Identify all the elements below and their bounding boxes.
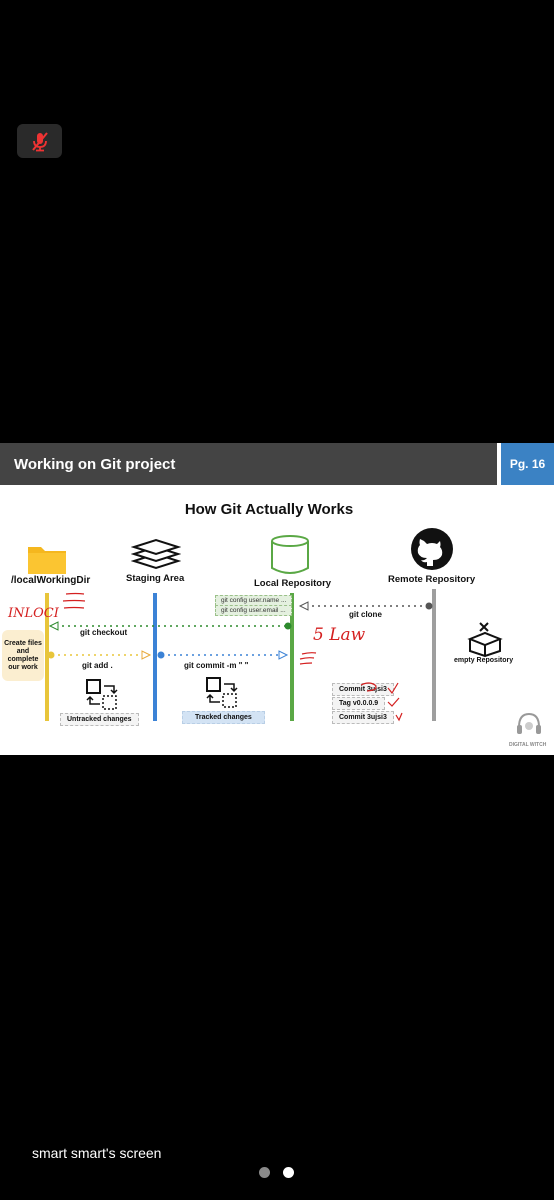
work-note: Create files and complete our work <box>2 630 44 681</box>
config-chip: git config user.email ... <box>215 605 292 616</box>
slide-header: Working on Git project <box>0 443 497 485</box>
empty-box-icon <box>467 622 503 657</box>
handwritten-annotation: INLOCI <box>8 606 59 621</box>
microphone-off-icon <box>31 132 48 152</box>
git-checkout-label: git checkout <box>80 628 128 637</box>
git-commit-label: git commit -m " " <box>184 661 249 670</box>
folder-icon <box>28 547 66 574</box>
layers-icon <box>131 538 181 570</box>
headset-logo-icon <box>517 712 541 734</box>
flow-arrows <box>47 601 433 660</box>
mute-button[interactable] <box>17 124 62 158</box>
handwritten-annotation: 5 Law <box>313 625 366 645</box>
local-repo-lane <box>290 593 294 721</box>
git-add-label: git add . <box>82 661 113 670</box>
logo-text: DIGITAL WITCH <box>509 742 547 748</box>
staging-area-label: Staging Area <box>126 573 185 584</box>
page-dot-2-active[interactable] <box>283 1167 294 1178</box>
shared-slide: Working on Git project Pg. 16 How Git Ac… <box>0 443 554 755</box>
handwritten-marks <box>62 592 403 722</box>
untracked-changes-badge: Untracked changes <box>60 713 139 726</box>
commit-entry: Commit 3ujsi3 <box>332 711 394 724</box>
empty-repository-label: empty Repository <box>454 657 514 664</box>
git-clone-label: git clone <box>349 610 382 619</box>
changes-icon <box>206 677 238 708</box>
diagram-title: How Git Actually Works <box>184 501 354 518</box>
remote-repo-lane <box>432 589 436 721</box>
github-icon <box>411 528 453 570</box>
tracked-changes-badge: Tracked changes <box>182 711 265 724</box>
working-dir-label: /localWorkingDir <box>11 575 91 586</box>
local-repository-label: Local Repository <box>254 578 332 589</box>
screen-share-name: smart smart's screen <box>32 1145 162 1161</box>
tag-entry: Tag v0.0.0.9 <box>332 697 386 710</box>
page-number-badge: Pg. 16 <box>501 443 554 485</box>
changes-icon <box>86 679 118 710</box>
working-dir-lane <box>45 593 49 721</box>
database-icon <box>271 535 309 574</box>
staging-lane <box>153 593 157 721</box>
remote-repository-label: Remote Repository <box>388 574 476 585</box>
slide-title: Working on Git project <box>14 455 176 473</box>
page-dot-1[interactable] <box>259 1167 270 1178</box>
